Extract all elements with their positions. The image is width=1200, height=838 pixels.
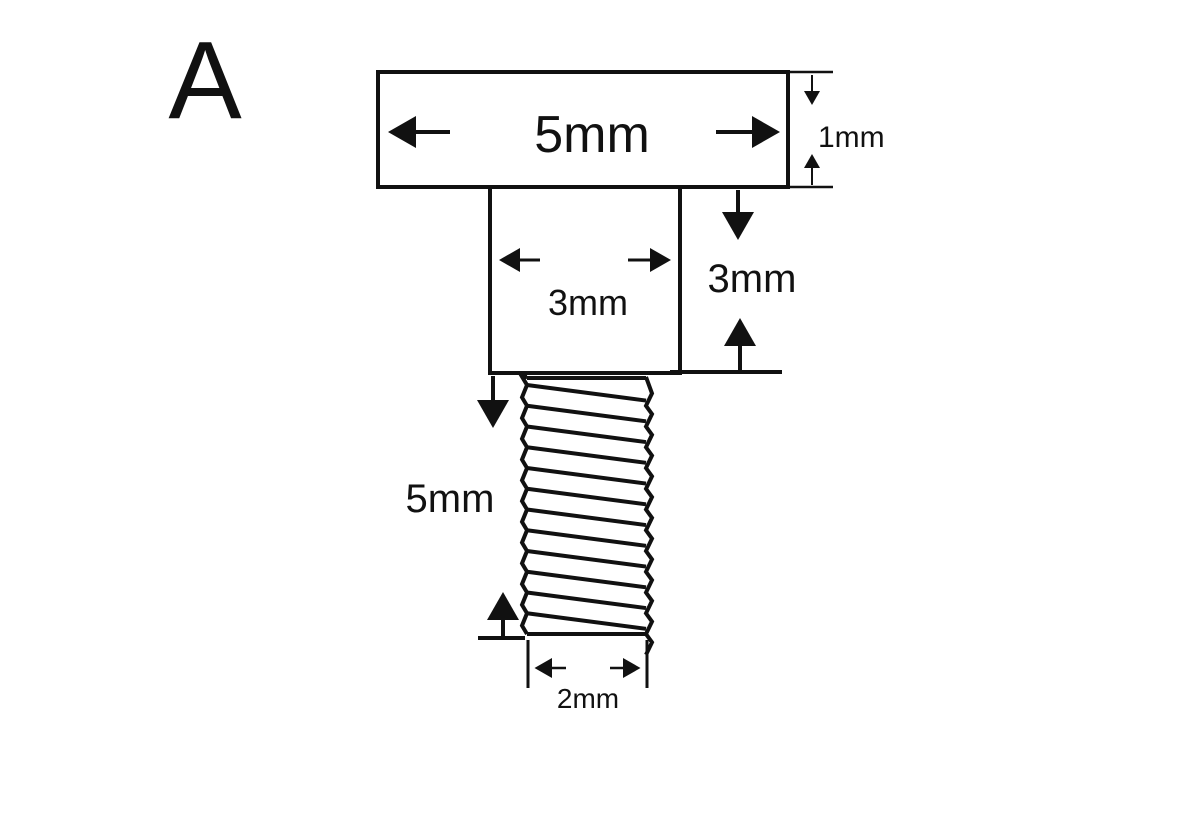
thread-crest-line <box>526 590 647 611</box>
thread-diameter-label: 2mm <box>557 683 619 714</box>
threaded-shank <box>518 374 655 656</box>
neck-height-label: 3mm <box>708 257 797 301</box>
bolt-neck <box>488 187 682 375</box>
thread-crest-line <box>526 486 647 507</box>
thread-profile-left <box>518 374 530 636</box>
head-height-label: 1mm <box>818 121 885 154</box>
thread-profile-right <box>643 376 655 656</box>
thread-length-label: 5mm <box>406 477 495 521</box>
bolt-head <box>376 70 790 189</box>
thread-crest-line <box>526 569 647 590</box>
thread-crest-line <box>526 424 647 445</box>
thread-crest-line <box>526 445 647 465</box>
thread-crest-line <box>526 611 647 631</box>
thread-crest-line <box>526 403 647 424</box>
neck-width-label: 3mm <box>548 282 628 323</box>
head-width-label: 5mm <box>534 106 650 164</box>
thread-crest-line <box>526 507 647 528</box>
thread-crest-line <box>526 528 647 548</box>
thread-crest-line <box>526 466 647 486</box>
thread-crest-line <box>526 383 647 403</box>
thread-crest-line <box>526 549 647 569</box>
panel-label: A <box>168 19 242 142</box>
